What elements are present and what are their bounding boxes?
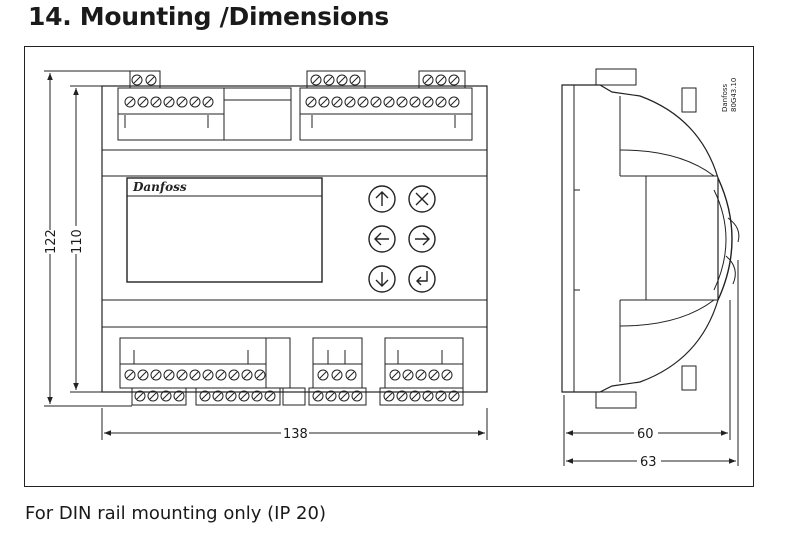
top-left-screw-terminals (124, 74, 214, 108)
close-icon (408, 185, 436, 213)
dim-width-front: 138 (283, 427, 308, 442)
side-view (561, 68, 740, 409)
drawing-code: 80G43.10 (730, 78, 738, 112)
lcd-display (126, 177, 323, 283)
page-title: 14. Mounting /Dimensions (28, 2, 389, 31)
dim-height-total: 122 (44, 229, 59, 254)
top-left-terminal-block (117, 70, 292, 141)
bottom-screw-terminals (124, 369, 460, 402)
dim-height-inner: 110 (70, 229, 85, 254)
bottom-terminal-blocks (119, 337, 464, 406)
brand-label: Danfoss (721, 83, 729, 112)
arrow-down-icon (368, 265, 396, 293)
dim-depth-inner: 60 (637, 427, 654, 442)
arrow-right-icon (408, 225, 436, 253)
front-view: Danfoss (101, 70, 488, 406)
diagram-frame (24, 46, 754, 487)
enter-icon (408, 265, 436, 293)
top-right-terminal-block (299, 70, 473, 141)
mounting-caption: For DIN rail mounting only (IP 20) (25, 503, 326, 524)
keypad (368, 185, 436, 293)
top-right-screw-terminals (305, 74, 460, 108)
display-logo: Danfoss (132, 180, 187, 194)
arrow-up-icon (368, 185, 396, 213)
dim-depth-total: 63 (640, 455, 657, 470)
arrow-left-icon (368, 225, 396, 253)
